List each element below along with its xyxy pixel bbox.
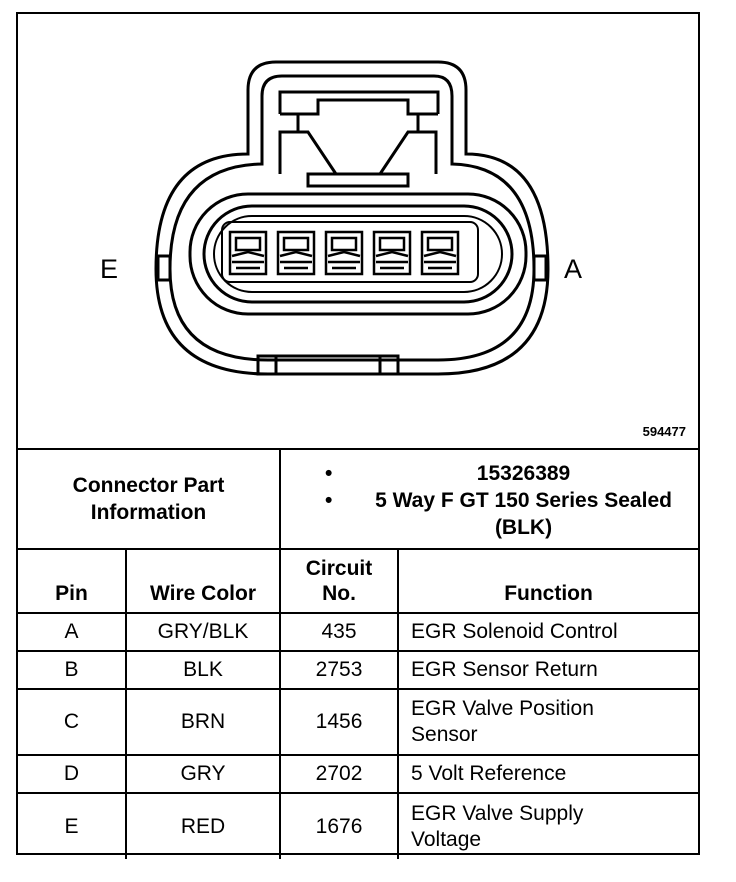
wire-color-cell: RED: [124, 792, 282, 859]
function-cell: EGR Valve Supply Voltage: [397, 792, 699, 859]
header-pin: Pin: [18, 548, 127, 614]
wire-color-cell: GRY: [124, 754, 282, 794]
table-header-row: Pin Wire Color Circuit No. Function: [18, 548, 699, 614]
header-function: Function: [397, 548, 699, 614]
function-cell: EGR Sensor Return: [397, 650, 699, 690]
circuit-no-cell: 2702: [279, 754, 400, 794]
table-row: C BRN 1456 EGR Valve Position Sensor: [18, 688, 699, 756]
connector-figure-frame: E A 594477 Connector Part Information 15…: [16, 12, 700, 859]
header-circuit-no: Circuit No.: [279, 548, 400, 614]
connector-info-values: 15326389 5 Way F GT 150 Series Sealed (B…: [279, 448, 699, 550]
pin-cell: C: [18, 688, 127, 756]
circuit-no-cell: 2753: [279, 650, 400, 690]
pin-a-label: A: [564, 254, 583, 284]
figure-number: 594477: [642, 424, 686, 439]
connector-info-label: Connector Part Information: [18, 448, 282, 550]
pin-cell: A: [18, 612, 127, 652]
pin-cavities: [228, 230, 460, 276]
circuit-no-cell: 435: [279, 612, 400, 652]
connector-description: 5 Way F GT 150 Series Sealed (BLK): [325, 487, 698, 541]
table-row: E RED 1676 EGR Valve Supply Voltage: [18, 792, 699, 859]
pin-cell: B: [18, 650, 127, 690]
pin-cell: D: [18, 754, 127, 794]
connector-drawing: E A 594477: [18, 14, 698, 450]
header-wire-color: Wire Color: [124, 548, 282, 614]
function-cell: EGR Valve Position Sensor: [397, 688, 699, 756]
circuit-no-cell: 1456: [279, 688, 400, 756]
connector-info-row: Connector Part Information 15326389 5 Wa…: [18, 448, 699, 550]
wire-color-cell: BLK: [124, 650, 282, 690]
table-row: B BLK 2753 EGR Sensor Return: [18, 650, 699, 690]
connector-part-number: 15326389: [325, 460, 698, 487]
pinout-table: Connector Part Information 15326389 5 Wa…: [18, 448, 699, 859]
pin-e-label: E: [100, 254, 119, 284]
table-row: D GRY 2702 5 Volt Reference: [18, 754, 699, 794]
function-cell: 5 Volt Reference: [397, 754, 699, 794]
wire-color-cell: BRN: [124, 688, 282, 756]
function-cell: EGR Solenoid Control: [397, 612, 699, 652]
table-row: A GRY/BLK 435 EGR Solenoid Control: [18, 612, 699, 652]
pin-cell: E: [18, 792, 127, 859]
connector-face-icon: [154, 60, 550, 376]
circuit-no-cell: 1676: [279, 792, 400, 859]
wire-color-cell: GRY/BLK: [124, 612, 282, 652]
